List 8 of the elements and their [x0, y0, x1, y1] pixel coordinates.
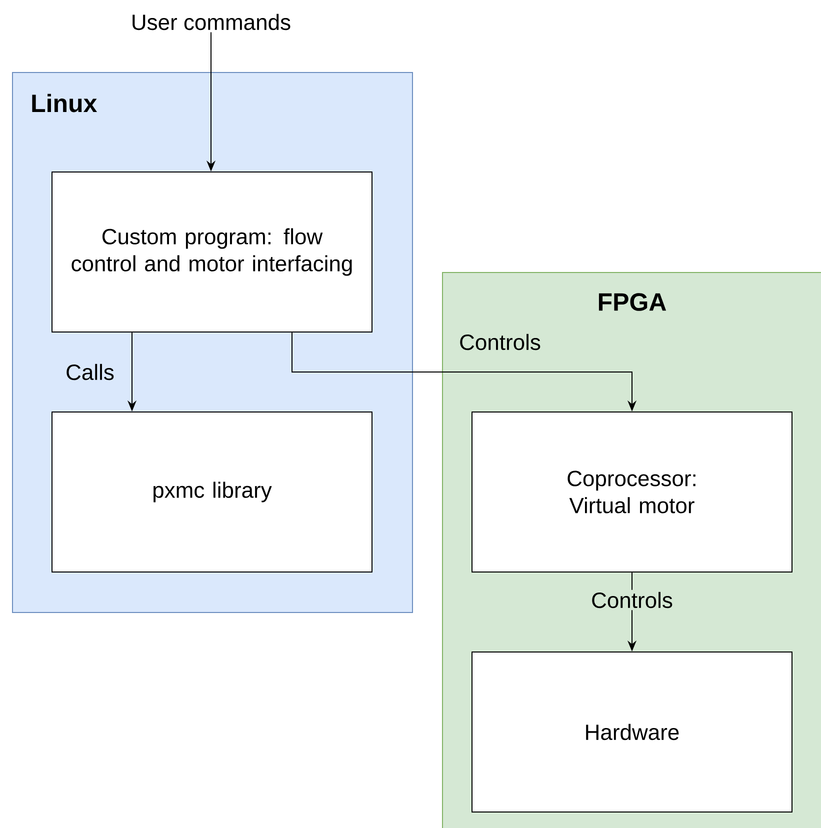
edge-label: Controls: [460, 334, 540, 350]
edge-label: Controls: [589, 590, 675, 610]
process-box: Coprocessor: Virtual motor: [472, 412, 792, 572]
edge-label: Calls: [66, 364, 114, 380]
process-box: pxmc library: [52, 412, 372, 572]
process-box: Custom program: flow control and motor interfacing: [52, 172, 372, 332]
text-label: User commands: [132, 14, 290, 30]
process-box: Hardware: [472, 652, 792, 812]
